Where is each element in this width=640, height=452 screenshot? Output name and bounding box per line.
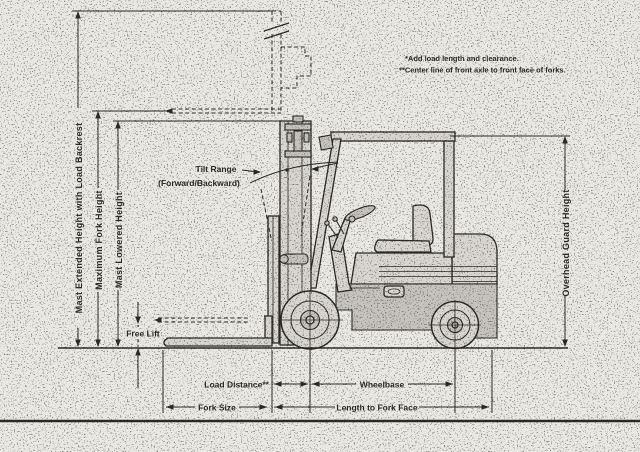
overhead-guard-rear-post [443, 139, 455, 258]
seat-cushion [374, 239, 432, 253]
hood-latch [383, 285, 405, 298]
free-lift-label: Free Lift [126, 329, 160, 339]
length-to-fork-face-label: Length to Fork Face [336, 403, 418, 413]
lift-cylinder [293, 130, 303, 153]
control-lever [324, 220, 330, 226]
maximum-fork-height-label: Maximum Fork Height [94, 190, 104, 290]
fork-shank [264, 315, 273, 341]
footnote-2: **Center line of front axle to front fac… [399, 66, 566, 75]
footnote-1: *Add load length and clearance. [405, 54, 519, 63]
control-lever [332, 216, 338, 222]
load-distance-label: Load Distance** [204, 380, 269, 390]
label-fork-size: Fork Size [195, 400, 239, 413]
label-free-lift: Free Lift [121, 327, 166, 339]
tilt-range-sublabel: (Forward/Backward) [158, 178, 240, 188]
overhead-guard-height-label: Overhead Guard Height [561, 189, 571, 296]
label-wheelbase: Wheelbase [356, 377, 408, 390]
mast-lowered-height-label: Mast Lowered Height [114, 192, 124, 288]
fork-size-label: Fork Size [198, 403, 236, 413]
overhead-guard-top [330, 131, 456, 142]
wheelbase-label: Wheelbase [360, 380, 405, 390]
label-length-to-fork-face: Length to Fork Face [335, 400, 419, 413]
label-mast-extended-height: Mast Extended Height with Load Backrest [71, 108, 85, 328]
label-maximum-fork-height: Maximum Fork Height [91, 188, 105, 292]
carriage-bottom-plate [284, 150, 312, 158]
seat-back [412, 204, 434, 247]
engine-hood [350, 252, 453, 285]
tilt-range-label: Tilt Range [196, 164, 237, 174]
fork-blade [163, 337, 273, 347]
carriage-top-plate [284, 123, 312, 131]
front-corner-lamp [318, 134, 334, 151]
label-overhead-guard-height: Overhead Guard Height [558, 189, 572, 297]
label-mast-lowered-height: Mast Lowered Height [111, 190, 125, 290]
mast-extended-height-label: Mast Extended Height with Load Backrest [74, 123, 84, 314]
